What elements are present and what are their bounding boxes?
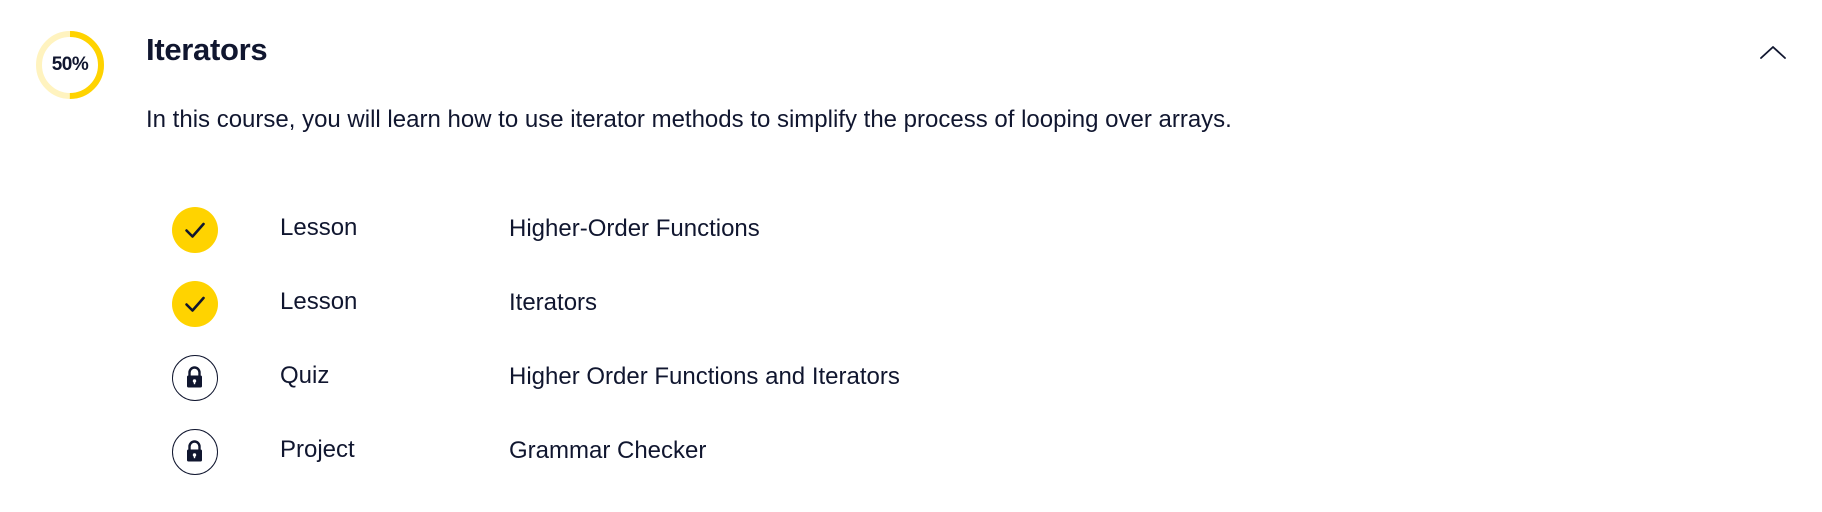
item-type-label: Lesson: [280, 288, 358, 315]
item-type-label: Project: [280, 436, 355, 463]
progress-ring: 50%: [35, 30, 105, 100]
module-item-iterators[interactable]: Lesson Iterators: [0, 274, 1100, 334]
module-title: Iterators: [146, 32, 268, 67]
module-item-quiz[interactable]: Quiz Higher Order Functions and Iterator…: [0, 348, 1100, 408]
item-type-label: Quiz: [280, 362, 330, 389]
checkmark-icon: [185, 296, 205, 312]
lock-icon: [187, 366, 202, 388]
item-name-link[interactable]: Iterators: [509, 289, 598, 316]
status-complete-badge: [172, 281, 218, 327]
item-name-link[interactable]: Higher Order Functions and Iterators: [509, 363, 900, 390]
status-complete-badge: [172, 207, 218, 253]
item-name-link[interactable]: Higher-Order Functions: [509, 215, 760, 242]
progress-ring-graphic: [36, 31, 104, 99]
status-locked-badge: [172, 429, 218, 475]
collapse-toggle-button[interactable]: [1755, 38, 1791, 68]
module-item-higher-order-functions[interactable]: Lesson Higher-Order Functions: [0, 200, 1100, 260]
status-locked-badge: [172, 355, 218, 401]
chevron-up-icon: [1760, 46, 1786, 59]
item-type-label: Lesson: [280, 214, 358, 241]
progress-percent-label: 50%: [51, 54, 89, 75]
lock-icon: [187, 440, 202, 462]
item-name-link[interactable]: Grammar Checker: [509, 437, 707, 464]
module-description: In this course, you will learn how to us…: [146, 106, 1232, 133]
progress-ring-fill: [36, 31, 104, 99]
checkmark-icon: [185, 222, 205, 238]
module-item-project[interactable]: Project Grammar Checker: [0, 422, 1100, 482]
